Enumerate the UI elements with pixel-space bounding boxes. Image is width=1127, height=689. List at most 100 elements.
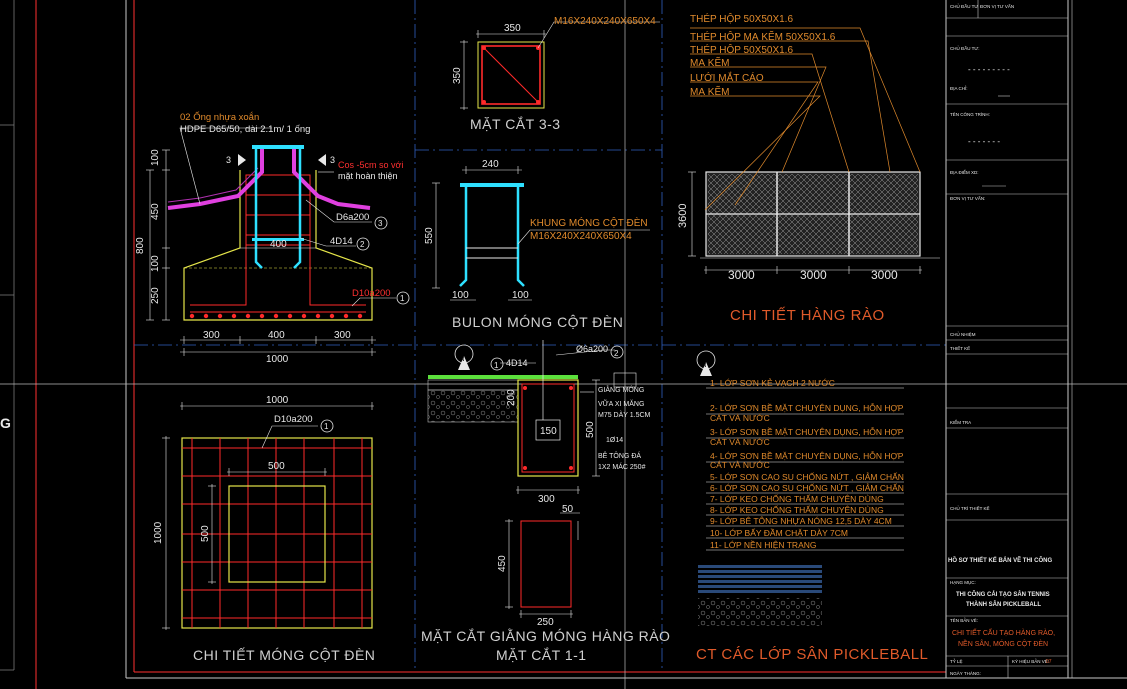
dim-300-right: 300	[334, 330, 351, 341]
court-layers-detail	[696, 350, 904, 626]
layer-7: 5- LỚP SƠN CAO SU CHỐNG NỨT , GIẢM CHẤN	[710, 471, 904, 482]
title-block	[945, 0, 1073, 678]
gm-rebar-a: 4D14	[506, 358, 528, 368]
layer-3: 3- LỚP SƠN BỀ MẶT CHUYÊN DỤNG, HỖN HỢP	[710, 426, 904, 437]
gm-north-letter: N	[460, 357, 464, 363]
gm-note-4: BÊ TÔNG ĐÁ	[598, 451, 641, 460]
layer-5: 4- LỚP SƠN BỀ MẶT CHUYÊN DỤNG, HỖN HỢP	[710, 450, 904, 461]
left-edge-text: G	[0, 415, 11, 431]
anchor-bolt-detail	[432, 166, 650, 301]
rebar-4d14: 4D14	[330, 236, 353, 247]
tb-dashes2: - - - - - - -	[968, 137, 1000, 146]
tb-chu-tri: CHỦ TRÌ THIẾT KẾ	[950, 505, 990, 511]
fence-label-3: MẠ KẼM	[690, 56, 729, 69]
gm-dim-500: 500	[585, 421, 596, 438]
bulon-dim-240: 240	[482, 159, 499, 170]
dim-400-top: 400	[270, 239, 287, 250]
fence-elevation	[688, 27, 940, 274]
gm-note-1: VỮA XI MĂNG	[598, 399, 644, 408]
fence-label-4: LƯỚI MẮT CÁO	[690, 71, 764, 84]
bulon-label-1: KHUNG MÓNG CỘT ĐÈN	[530, 216, 648, 229]
section-mark-left: 3	[226, 155, 231, 165]
section-3-3	[460, 21, 660, 110]
rebar-d10a200-num: 1	[400, 294, 405, 303]
gm-rebar-a-num: 1	[494, 361, 499, 370]
fence-label-0: THÉP HỘP 50X50X1.6	[690, 12, 793, 25]
fence-label-5: MẠ KẼM	[690, 85, 729, 98]
mc33-dim-350-top: 350	[504, 23, 521, 34]
plan-dim-500-side: 500	[200, 525, 211, 542]
dim-250: 250	[150, 287, 161, 304]
cos-note-2: mặt hoàn thiện	[338, 171, 398, 181]
dim-100-mid: 100	[150, 255, 161, 272]
plan-rebar: D10a200	[274, 414, 313, 425]
plan-rebar-num: 1	[324, 422, 329, 431]
tb-thiet-ke: THIẾT KẾ	[950, 345, 970, 351]
tb-ten-cong-trinh: TÊN CÔNG TRÌNH:	[950, 110, 990, 117]
dim-300-left: 300	[203, 330, 220, 341]
layer-2: CÁT VÀ NƯỚC	[710, 413, 770, 423]
gm-rebar-b: Ø6a200	[576, 344, 608, 354]
rebar-d6a200-num: 3	[378, 219, 383, 228]
plan-dim-1000-side: 1000	[153, 521, 164, 544]
gm-dim-300: 300	[538, 494, 555, 505]
fence-dim-3600: 3600	[677, 204, 689, 228]
gm-title-1: MẶT CẮT GIẰNG MÓNG HÀNG RÀO	[421, 627, 670, 644]
layer-6: CÁT VÀ NƯỚC	[710, 460, 770, 470]
gm-dim-450: 450	[497, 555, 508, 572]
tb-dashes: - - - - - - - - -	[968, 65, 1010, 74]
tb-chu-dau-tu: CHỦ ĐẦU TƯ:	[950, 45, 980, 51]
mc33-title: MẶT CẮT 3-3	[470, 115, 561, 132]
fence-tie-beam-section	[427, 340, 637, 618]
light-pole-footing-section	[146, 127, 410, 356]
layer-11: 9- LỚP BÊ TÔNG NHỰA NÓNG 12,5 DÀY 4CM	[710, 516, 892, 526]
mc33-dim-350-side: 350	[452, 67, 463, 84]
fence-title: CHI TIẾT HÀNG RÀO	[730, 307, 885, 324]
tb-drawing-1: CHI TIẾT CẤU TẠO HÀNG RÀO,	[952, 627, 1055, 637]
layer-1: 2- LỚP SƠN BỀ MẶT CHUYÊN DỤNG, HỖN HỢP	[710, 402, 904, 413]
fence-dim-3000-3: 3000	[871, 268, 898, 282]
gm-title-2: MẶT CẮT 1-1	[496, 646, 587, 663]
bulon-dim-100-right: 100	[512, 290, 529, 301]
gm-note-5: 1X2 MÁC 250#	[598, 462, 646, 471]
tb-sheet-no: 07	[1046, 659, 1052, 665]
bulon-title: BULON MÓNG CỘT ĐÈN	[452, 314, 623, 330]
layer-10: 8- LỚP KEO CHỐNG THẤM CHUYÊN DÙNG	[710, 504, 884, 515]
pipe-note-1: 02 Ống nhựa xoắn	[180, 111, 259, 123]
gm-dim-250: 250	[537, 617, 554, 628]
tb-ty-le: TỶ LỆ	[950, 657, 963, 664]
footing-plan	[162, 402, 374, 630]
fence-dim-3000-2: 3000	[800, 268, 827, 282]
tb-dia-chi: ĐỊA CHỈ:	[950, 85, 968, 91]
tb-drawing-2: NỀN SÂN, MÓNG CỘT ĐÈN	[958, 638, 1048, 648]
tb-ky-hieu: KÝ HIỆU BẢN VẼ:	[1012, 657, 1049, 664]
tb-kiem-tra: KIỂM TRA	[950, 419, 971, 425]
gm-note-3: 1Ø14	[606, 437, 623, 444]
tb-r1b: ĐƠN VỊ TƯ VẤN	[980, 3, 1014, 9]
rebar-4d14-num: 2	[360, 240, 365, 249]
bulon-label-2: M16X240X240X650X4	[530, 231, 632, 242]
tb-don-vi: ĐƠN VỊ TƯ VẤN:	[950, 195, 985, 201]
dim-1000: 1000	[266, 354, 289, 365]
plan-title: CHI TIẾT MÓNG CỘT ĐÈN	[193, 647, 375, 663]
section-mark-right: 3	[330, 155, 335, 165]
fence-dim-3000-1: 3000	[728, 268, 755, 282]
ls-north-letter: N	[702, 363, 706, 369]
tb-ho-so: HỒ SƠ THIẾT KẾ BẢN VẼ THI CÔNG	[948, 556, 1052, 564]
tb-hang-muc: HẠNG MỤC:	[950, 580, 976, 585]
dim-400-mid: 400	[268, 330, 285, 341]
tb-dia-diem: ĐỊA ĐIỂM XD:	[950, 169, 979, 175]
tb-ten-ban-ve: TÊN BẢN VẼ:	[950, 616, 978, 623]
layer-4: CÁT VÀ NƯỚC	[710, 437, 770, 447]
tb-project-1: THI CÔNG CẢI TẠO SÂN TENNIS	[956, 590, 1050, 598]
gm-dim-50: 50	[562, 504, 574, 515]
cos-note-1: Cos -5cm so với	[338, 160, 403, 170]
gm-rebar-b-num: 2	[614, 349, 619, 358]
fence-label-2: THÉP HỘP 50X50X1.6	[690, 43, 793, 56]
layer-9: 7- LỚP KEO CHỐNG THẤM CHUYÊN DÙNG	[710, 493, 884, 504]
layers-title: CT CÁC LỚP SÂN PICKLEBALL	[696, 646, 928, 663]
mc33-label: M16X240X240X650X4	[554, 16, 656, 27]
bulon-dim-100-left: 100	[452, 290, 469, 301]
